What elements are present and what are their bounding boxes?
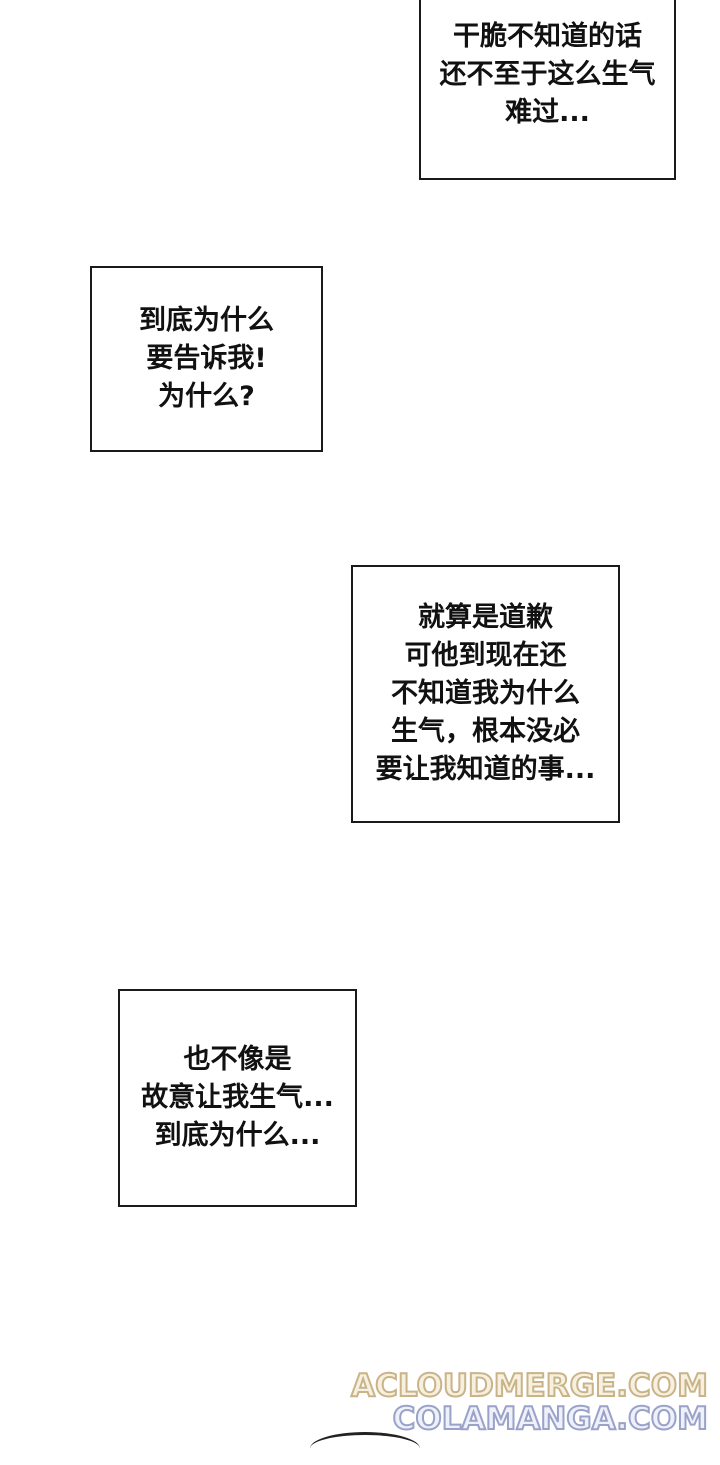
speech-line: 就算是道歉: [418, 602, 553, 633]
watermark-acloudmerge: ACLOUDMERGE.COM: [350, 1367, 709, 1405]
speech-line: 要让我知道的事...: [375, 754, 596, 785]
speech-box-4: 也不像是 故意让我生气... 到底为什么...: [118, 989, 357, 1207]
speech-line: 为什么?: [158, 381, 255, 412]
speech-line: 要告诉我!: [146, 343, 267, 374]
speech-box-1: 干脆不知道的话 还不至于这么生气 难过...: [419, 0, 676, 180]
speech-line: 可他到现在还: [404, 640, 567, 671]
speech-line: 还不至于这么生气: [439, 59, 656, 90]
speech-line: 不知道我为什么: [391, 678, 580, 709]
speech-line: 难过...: [505, 97, 590, 128]
watermark-colamanga: COLAMANGA.COM: [392, 1400, 709, 1438]
speech-line: 故意让我生气...: [141, 1082, 334, 1113]
speech-line: 到底为什么...: [154, 1120, 321, 1151]
panel-edge-arc: [310, 1432, 420, 1465]
speech-line: 生气，根本没必: [391, 716, 580, 747]
speech-box-2: 到底为什么 要告诉我! 为什么?: [90, 266, 323, 452]
speech-line: 干脆不知道的话: [453, 21, 642, 52]
speech-line: 也不像是: [183, 1044, 292, 1075]
speech-line: 到底为什么: [139, 305, 274, 336]
speech-box-3: 就算是道歉 可他到现在还 不知道我为什么 生气，根本没必 要让我知道的事...: [351, 565, 620, 823]
